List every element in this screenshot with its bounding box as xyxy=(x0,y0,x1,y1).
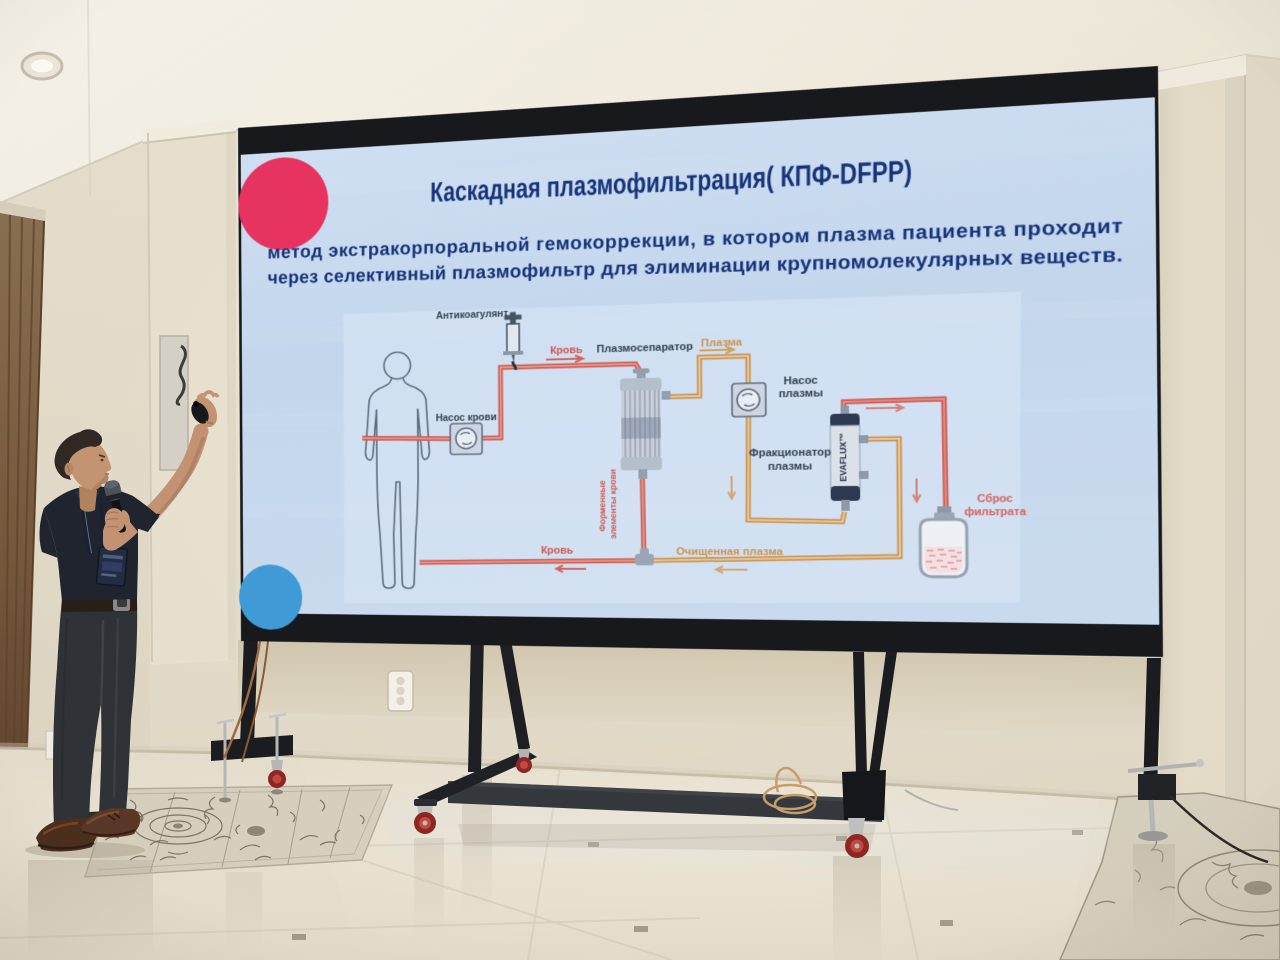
svg-text:Плазма: Плазма xyxy=(701,336,743,350)
svg-text:Форменные: Форменные xyxy=(597,480,607,532)
svg-text:Сброс: Сброс xyxy=(977,493,1013,505)
svg-text:плазмы: плазмы xyxy=(779,387,823,400)
svg-text:EVAFLUX™: EVAFLUX™ xyxy=(838,433,849,482)
svg-text:Кровь: Кровь xyxy=(550,344,583,357)
svg-text:фильтрата: фильтрата xyxy=(964,506,1027,518)
svg-text:Насос крови: Насос крови xyxy=(436,411,497,423)
svg-text:элементы крови: элементы крови xyxy=(608,469,619,539)
svg-text:Очищенная плазма: Очищенная плазма xyxy=(676,546,784,559)
svg-text:Насос: Насос xyxy=(784,375,819,388)
svg-text:Кровь: Кровь xyxy=(541,545,574,557)
svg-text:плазмы: плазмы xyxy=(768,460,812,473)
svg-text:Фракционатор: Фракционатор xyxy=(749,446,831,459)
svg-text:Антикоагулянт: Антикоагулянт xyxy=(436,308,509,321)
svg-text:Плазмосепаратор: Плазмосепаратор xyxy=(597,341,694,356)
